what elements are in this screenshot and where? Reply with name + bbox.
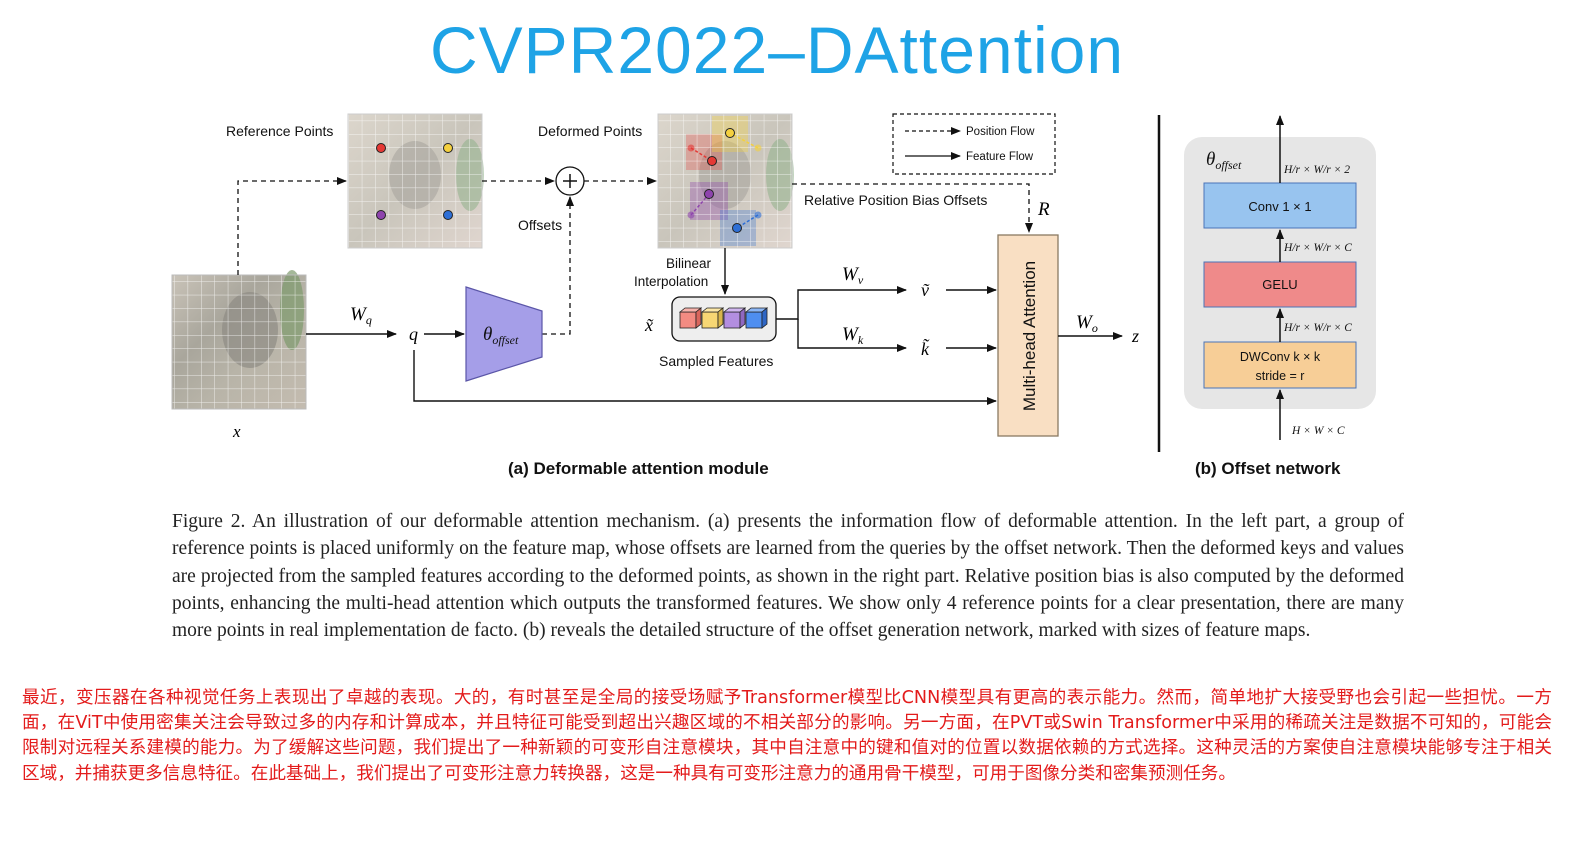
feature-flow-to-v xyxy=(776,286,907,320)
caption-a: (a) Deformable attention module xyxy=(508,459,769,478)
wo-label: Wo xyxy=(1076,312,1098,335)
svg-text:stride = r: stride = r xyxy=(1256,369,1305,383)
svg-text:H/r × W/r × C: H/r × W/r × C xyxy=(1283,322,1352,334)
deformed-points-label: Deformed Points xyxy=(538,123,642,139)
reference-points-map xyxy=(347,113,484,249)
multi-head-attention-block: Multi-head Attention xyxy=(997,234,1059,437)
deformable-attention-figure: x Reference Points Deforme xyxy=(171,113,1376,478)
bilinear-label-1: Bilinear xyxy=(666,256,712,271)
reference-point xyxy=(376,143,386,153)
deformed-point xyxy=(725,128,735,138)
deformed-points-map xyxy=(657,113,794,249)
caption-text: Figure 2. An illustration of our deforma… xyxy=(172,511,1404,642)
wv-label: Wv xyxy=(842,264,864,287)
v-tilde-label: ṽ xyxy=(921,280,930,300)
input-feature-map xyxy=(171,270,307,410)
x-label: x xyxy=(232,422,241,441)
svg-text:GELU: GELU xyxy=(1262,277,1297,292)
feature-flow-to-k xyxy=(797,319,907,352)
svg-text:θoffset: θoffset xyxy=(483,324,519,347)
position-flow-bias xyxy=(792,183,1033,233)
svg-text:H/r × W/r × 2: H/r × W/r × 2 xyxy=(1283,164,1350,176)
k-tilde-label: k̃ xyxy=(921,338,930,359)
offset-network-block: θoffset xyxy=(465,286,543,382)
position-flow-offsets xyxy=(542,196,574,335)
dwconv-block xyxy=(1203,341,1357,389)
wq-label: Wq xyxy=(350,304,372,327)
chinese-summary-text: 最近，变压器在各种视觉任务上表现出了卓越的表现。大的，有时甚至是全局的接受场赋予… xyxy=(22,688,1552,784)
page-title: CVPR2022–DAttention xyxy=(429,13,1125,87)
q-label: q xyxy=(409,324,418,344)
r-label: R xyxy=(1037,199,1050,220)
svg-text:H/r × W/r × C: H/r × W/r × C xyxy=(1283,242,1352,254)
gelu-block xyxy=(1203,261,1357,308)
add-node xyxy=(555,166,585,196)
reference-point xyxy=(443,143,453,153)
position-flow-x-to-ref xyxy=(237,177,347,275)
wk-label: Wk xyxy=(842,324,864,347)
svg-text:DWConv k × k: DWConv k × k xyxy=(1240,350,1321,364)
reference-points-label: Reference Points xyxy=(226,123,333,139)
legend: Position Flow Feature Flow xyxy=(892,113,1056,175)
svg-text:θoffset: θoffset xyxy=(1206,149,1242,172)
bilinear-label-2: Interpolation xyxy=(634,274,708,289)
svg-text:Multi-head Attention: Multi-head Attention xyxy=(1020,261,1039,411)
deformed-point xyxy=(707,156,717,166)
caption-b: (b) Offset network xyxy=(1195,459,1341,478)
reference-point xyxy=(376,210,386,220)
reference-point xyxy=(443,210,453,220)
sampled-features xyxy=(671,296,777,342)
sampled-features-label: Sampled Features xyxy=(659,353,773,369)
chinese-summary: 最近，变压器在各种视觉任务上表现出了卓越的表现。大的，有时甚至是全局的接受场赋予… xyxy=(22,686,1552,787)
legend-feature-flow: Feature Flow xyxy=(966,151,1034,163)
relative-bias-label: Relative Position Bias Offsets xyxy=(804,192,987,208)
figure-caption: Figure 2. An illustration of our deforma… xyxy=(172,508,1404,644)
deformed-point xyxy=(704,189,714,199)
offset-network-panel: θoffset DWConv k × k stride = r GELU Con… xyxy=(1184,115,1376,440)
offsets-label: Offsets xyxy=(518,217,562,233)
x-tilde-label: x̃ xyxy=(644,315,654,335)
legend-position-flow: Position Flow xyxy=(966,126,1035,138)
deformed-point xyxy=(732,223,742,233)
svg-text:Conv 1 × 1: Conv 1 × 1 xyxy=(1248,199,1311,214)
z-label: z xyxy=(1131,326,1139,346)
svg-text:H × W × C: H × W × C xyxy=(1291,425,1345,437)
feature-flow-q-to-mha xyxy=(413,350,997,405)
